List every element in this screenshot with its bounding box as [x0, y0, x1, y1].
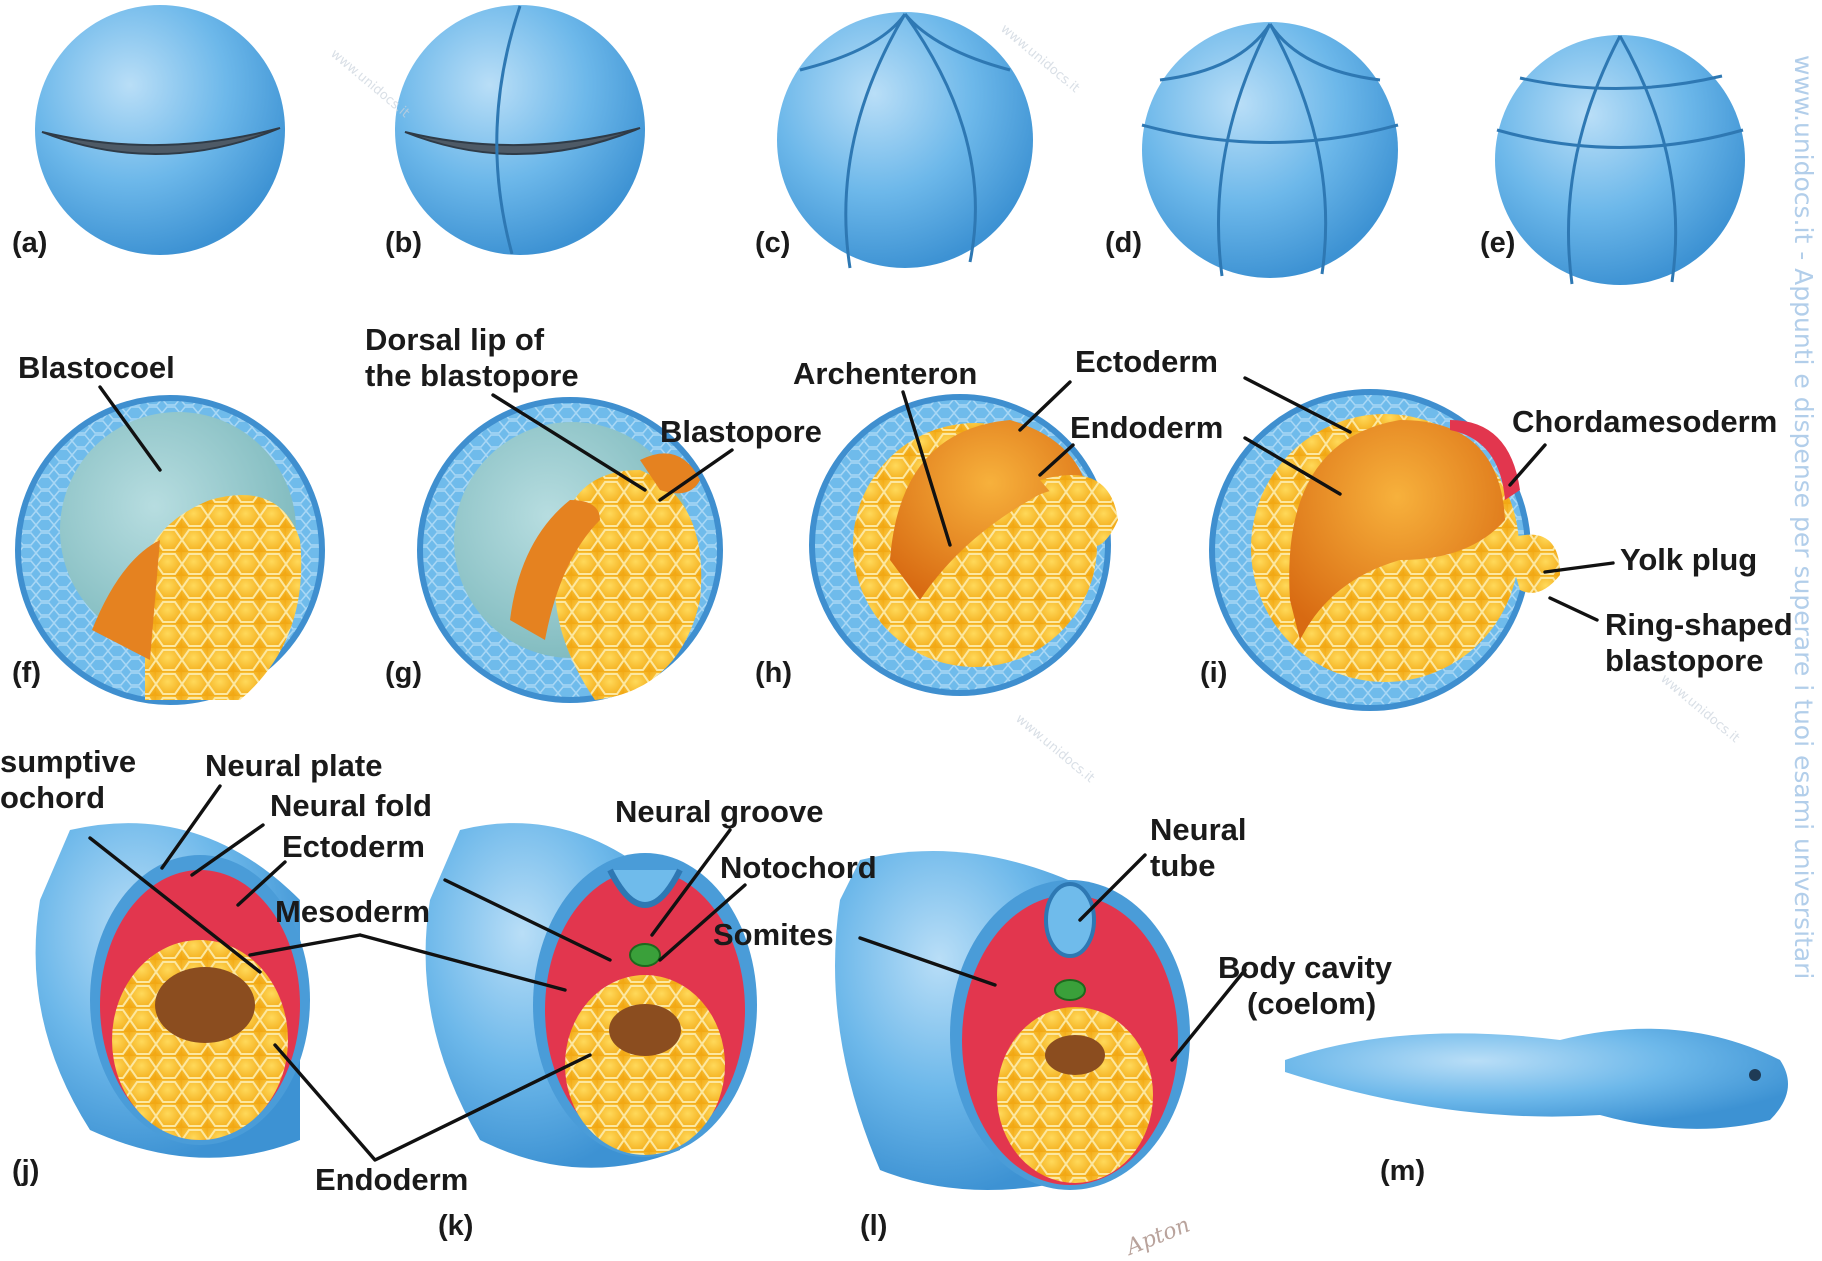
panel-letter-f: (f) [12, 657, 41, 689]
label-ectoderm-h: Ectoderm [1075, 344, 1218, 379]
watermark-diagonal-1: www.unidocs.it [327, 47, 412, 121]
watermark-diagonal-3: www.unidocs.it [1012, 712, 1097, 786]
panel-l-neurula [835, 851, 1190, 1190]
label-body-cavity-line1: Body cavity [1218, 950, 1393, 985]
panel-letter-m: (m) [1380, 1155, 1425, 1187]
label-presumptive-notochord-line2: ochord [0, 780, 105, 815]
panel-letter-i: (i) [1200, 657, 1227, 689]
panel-i-gastrula [1212, 392, 1560, 708]
panel-b-embryo [395, 5, 645, 255]
label-dorsal-lip-line1: Dorsal lip of [365, 322, 545, 357]
label-neural-groove: Neural groove [615, 794, 823, 829]
artist-signature: Apton [1121, 1213, 1194, 1261]
label-blastopore: Blastopore [660, 414, 822, 449]
watermark-diagonal-4: www.unidocs.it [1657, 672, 1742, 746]
panel-m-tadpole [1285, 1029, 1788, 1129]
label-endoderm-h: Endoderm [1070, 410, 1223, 445]
panel-letter-l: (l) [860, 1210, 887, 1242]
panel-c-embryo [777, 12, 1033, 268]
panel-e-embryo [1495, 35, 1745, 285]
panel-k-neurula [426, 823, 757, 1168]
label-neural-tube-line2: tube [1150, 848, 1215, 883]
panel-letter-a: (a) [12, 227, 47, 259]
label-mesoderm: Mesoderm [275, 894, 430, 929]
panel-letter-k: (k) [438, 1210, 473, 1242]
watermark-vertical: www.unidocs.it - Appunti e dispense per … [1789, 55, 1818, 979]
label-chordamesoderm: Chordamesoderm [1512, 404, 1777, 439]
panel-letter-h: (h) [755, 657, 792, 689]
label-neural-fold: Neural fold [270, 788, 432, 823]
panel-letter-g: (g) [385, 657, 422, 689]
panel-f-blastula [18, 398, 322, 702]
label-yolk-plug: Yolk plug [1620, 542, 1757, 577]
label-notochord: Notochord [720, 850, 877, 885]
panel-letter-d: (d) [1105, 227, 1142, 259]
panel-a-embryo [35, 5, 285, 255]
panel-d-embryo [1142, 22, 1398, 278]
label-endoderm-jk: Endoderm [315, 1162, 468, 1197]
label-dorsal-lip-line2: the blastopore [365, 358, 579, 393]
label-ring-blastopore-line1: Ring-shaped [1605, 607, 1793, 642]
label-body-cavity-line2: (coelom) [1247, 986, 1376, 1021]
label-archenteron: Archenteron [793, 356, 977, 391]
label-neural-tube-line1: Neural [1150, 812, 1246, 847]
panel-j-neurula [36, 823, 310, 1158]
panel-letter-b: (b) [385, 227, 422, 259]
label-somites: Somites [713, 917, 834, 952]
label-ectoderm-j: Ectoderm [282, 829, 425, 864]
panel-letter-c: (c) [755, 227, 790, 259]
label-presumptive-notochord-line1: sumptive [0, 744, 136, 779]
label-neural-plate: Neural plate [205, 748, 382, 783]
label-blastocoel: Blastocoel [18, 350, 175, 385]
label-ring-blastopore-line2: blastopore [1605, 643, 1763, 678]
panel-letter-e: (e) [1480, 227, 1515, 259]
panel-letter-j: (j) [12, 1155, 39, 1187]
